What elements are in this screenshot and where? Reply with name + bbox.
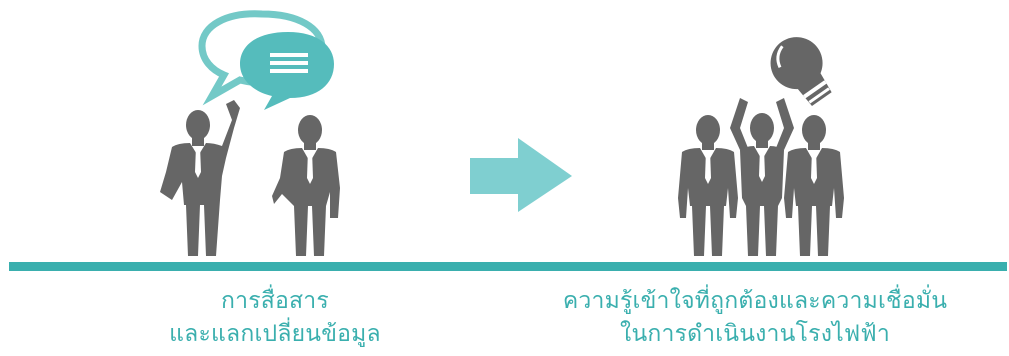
caption-left-line1: การสื่อสาร: [221, 288, 329, 314]
person-team-left: [678, 115, 738, 256]
lightbulb-icon: [770, 37, 832, 107]
illustration: [160, 10, 844, 256]
speech-bubbles-icon: [198, 10, 334, 110]
person-listening: [272, 115, 340, 256]
arrow-right-icon: [470, 138, 572, 212]
caption-understanding: ความรู้เข้าใจที่ถูกต้องและความเชื่อมั่น …: [520, 285, 990, 351]
caption-left-line2: และแลกเปลี่ยนข้อมูล: [169, 321, 381, 347]
person-holding-bulb: [730, 98, 794, 256]
person-talking-left: [160, 100, 240, 256]
caption-right-line2: ในการดำเนินงานโรงไฟฟ้า: [620, 321, 890, 347]
person-team-right: [784, 115, 844, 256]
caption-right-line1: ความรู้เข้าใจที่ถูกต้องและความเชื่อมั่น: [562, 288, 948, 314]
ground-line: [9, 262, 1007, 271]
caption-communication: การสื่อสาร และแลกเปลี่ยนข้อมูล: [130, 285, 420, 351]
